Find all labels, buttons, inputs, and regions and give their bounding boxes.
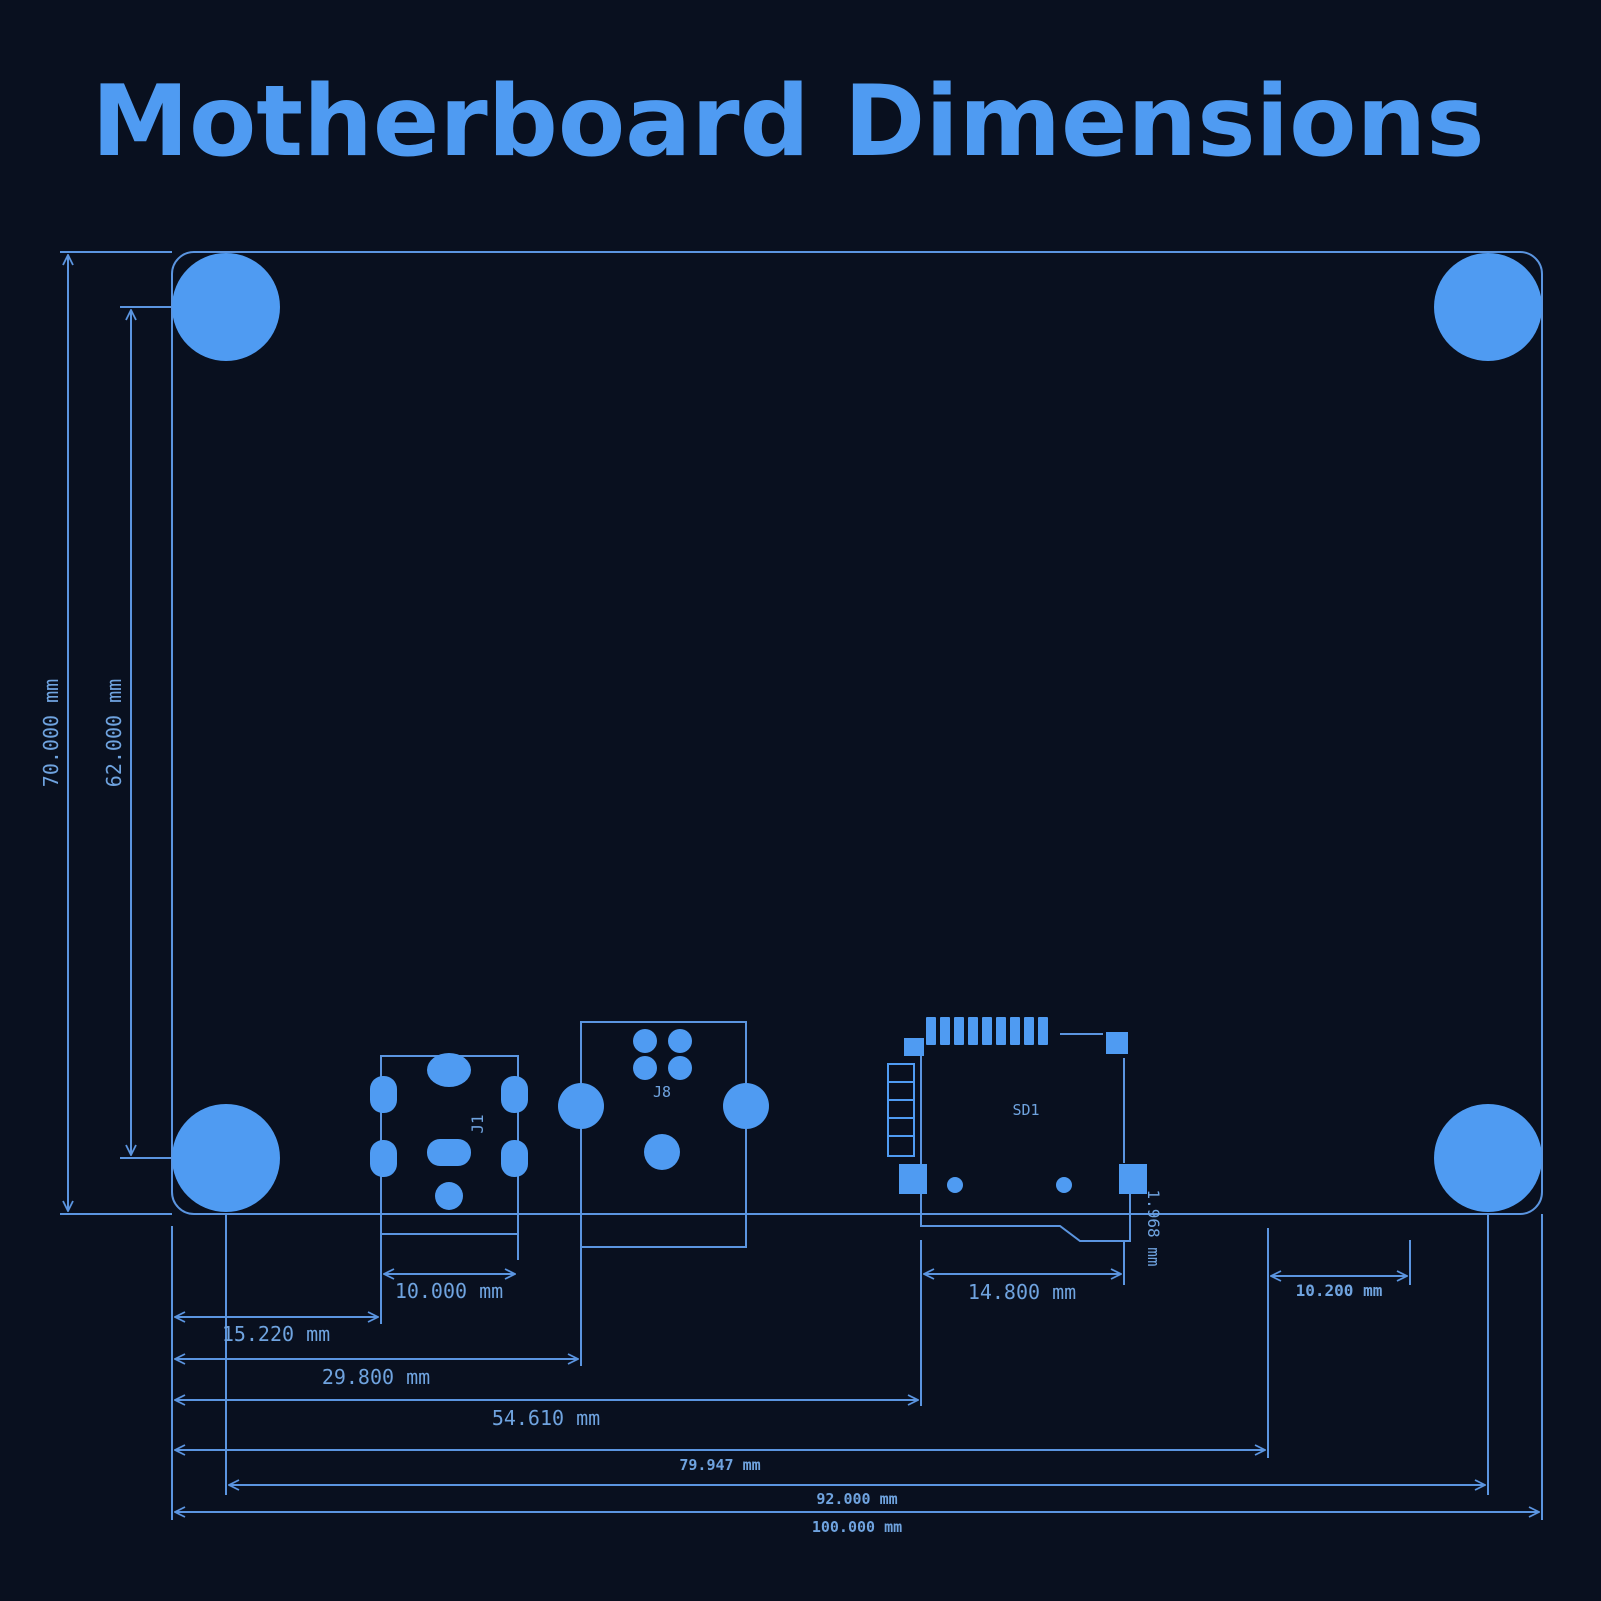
page-title: Motherboard Dimensions <box>91 65 1484 179</box>
dim-height-total: 70.000 mm <box>39 679 63 787</box>
dim-height-holes: 62.000 mm <box>102 679 126 787</box>
board-outline <box>171 251 1543 1215</box>
dim-j8-position: 29.800 mm <box>322 1365 430 1389</box>
dim-holes-span: 92.000 mm <box>816 1490 897 1508</box>
mounting-hole-top-left <box>172 253 280 361</box>
connector-j8: J8 <box>558 1021 769 1248</box>
dim-sd1-position: 54.610 mm <box>492 1406 600 1430</box>
mounting-hole-bottom-right <box>1434 1104 1542 1212</box>
mounting-hole-bottom-left <box>172 1104 280 1212</box>
dim-j1-width: 10.000 mm <box>395 1279 503 1303</box>
mounting-hole-top-right <box>1434 253 1542 361</box>
dim-sd1-offset: 1.968 mm <box>1144 1189 1163 1266</box>
dim-j1-position: 15.220 mm <box>222 1322 330 1346</box>
sd1-label: SD1 <box>1012 1101 1039 1119</box>
j1-label: J1 <box>468 1114 487 1133</box>
j8-label: J8 <box>653 1083 671 1101</box>
sd-card-slot: SD1 <box>887 1017 1147 1242</box>
dim-edge-position: 79.947 mm <box>679 1456 760 1474</box>
dim-sd1-width: 14.800 mm <box>968 1280 1076 1304</box>
connector-j1: J1 <box>370 1053 528 1260</box>
dim-right-gap: 10.200 mm <box>1296 1281 1383 1300</box>
dim-width-total: 100.000 mm <box>812 1518 902 1536</box>
